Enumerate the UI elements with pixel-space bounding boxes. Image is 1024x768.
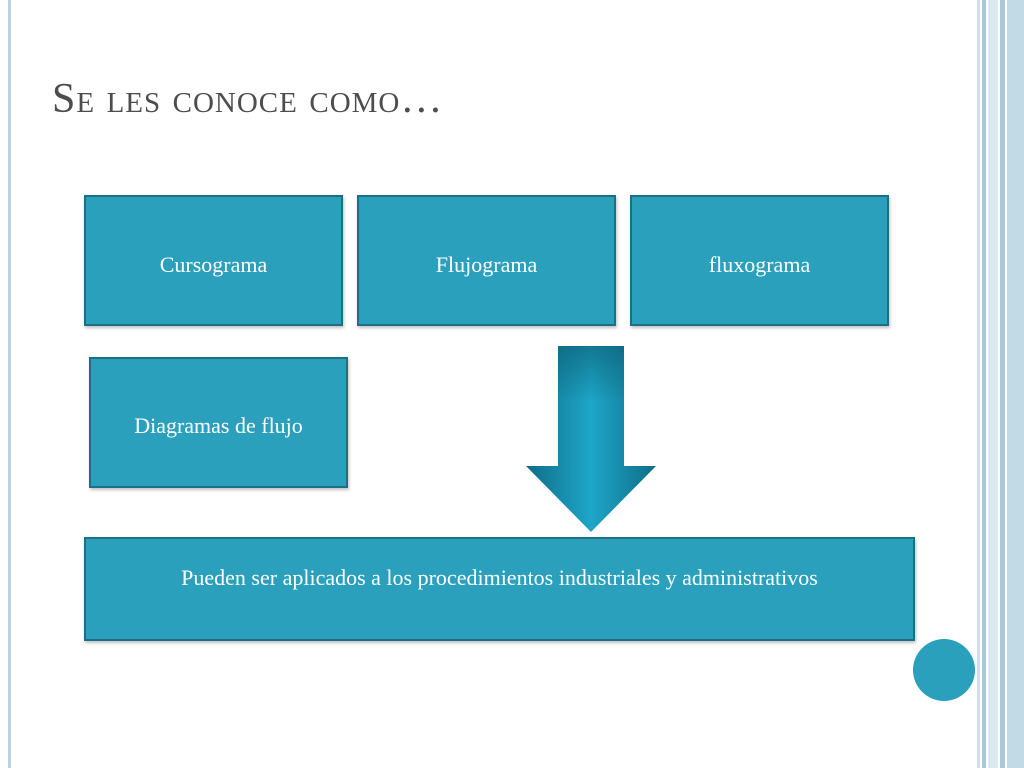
term-box-flujograma: Flujograma — [357, 195, 616, 326]
left-border-decoration — [8, 0, 11, 768]
term-label: fluxograma — [708, 252, 811, 277]
stripe — [988, 0, 998, 768]
accent-circle — [913, 639, 975, 701]
slide-title: Se les conoce como… — [52, 76, 444, 122]
term-box-diagramas-de-flujo: Diagramas de flujo — [89, 357, 348, 488]
stripe — [1000, 0, 1005, 768]
stripe — [1007, 0, 1024, 768]
term-label: Cursograma — [159, 252, 268, 277]
right-stripes-decoration — [977, 0, 1024, 768]
down-arrow-icon — [526, 346, 656, 532]
stripe — [982, 0, 986, 768]
term-box-cursograma: Cursograma — [84, 195, 343, 326]
result-box: Pueden ser aplicados a los procedimiento… — [84, 537, 915, 641]
term-label: Flujograma — [435, 252, 538, 277]
stripe — [977, 0, 980, 768]
term-box-fluxograma: fluxograma — [630, 195, 889, 326]
arrow-shade — [526, 346, 656, 532]
result-label: Pueden ser aplicados a los procedimiento… — [181, 565, 818, 590]
term-label: Diagramas de flujo — [134, 413, 303, 438]
